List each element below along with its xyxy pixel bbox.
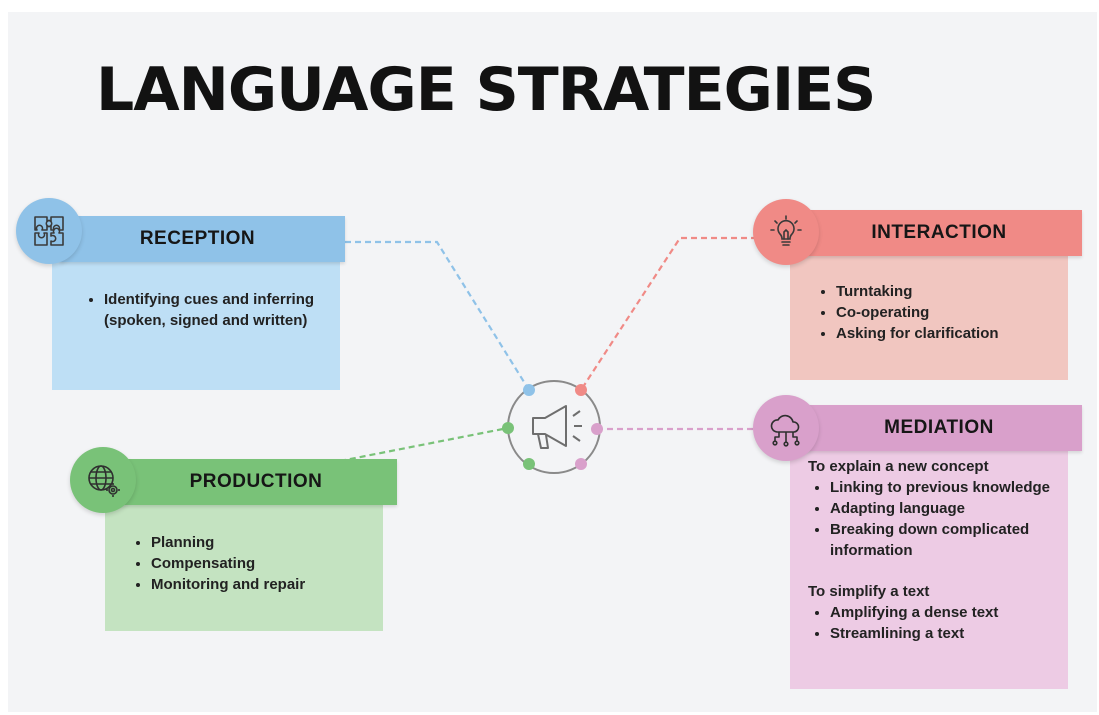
globe-gear-icon [88, 465, 120, 497]
mediation-list: Amplifying a dense text Streamlining a t… [808, 602, 1066, 644]
hub-dot-mediation [591, 423, 603, 435]
hub-dot-green-bottom [523, 458, 535, 470]
interaction-connector [580, 236, 757, 391]
mediation-body: To explain a new concept Linking to prev… [790, 432, 1068, 689]
list-item: Amplifying a dense text [830, 602, 1066, 623]
hub-dot-reception [523, 384, 535, 396]
mediation-badge [753, 395, 819, 461]
reception-list: Identifying cues and inferring (spoken, … [82, 289, 334, 331]
reception-header: RECEPTION [60, 216, 345, 262]
production-connector [339, 426, 509, 463]
interaction-list: Turntaking Co-operating Asking for clari… [814, 281, 1076, 344]
hub-dot-pink-bottom [575, 458, 587, 470]
list-item: Linking to previous knowledge [830, 477, 1066, 498]
production-list: Planning Compensating Monitoring and rep… [129, 532, 391, 595]
mediation-subheading: To simplify a text [808, 583, 930, 600]
list-item: Planning [151, 532, 391, 553]
cloud-network-icon [770, 414, 800, 447]
puzzle-icon [34, 216, 64, 246]
mediation-content: To explain a new concept Linking to prev… [808, 456, 1066, 644]
interaction-heading: INTERACTION [871, 222, 1007, 243]
production-header: PRODUCTION [115, 459, 397, 505]
reception-heading: RECEPTION [139, 228, 256, 249]
list-item: Compensating [151, 553, 391, 574]
interaction-badge [753, 199, 819, 265]
production-badge [70, 447, 136, 513]
reception-badge [16, 198, 82, 264]
list-item: Co-operating [836, 302, 1076, 323]
interaction-body: Turntaking Co-operating Asking for clari… [790, 236, 1068, 380]
list-item: Monitoring and repair [151, 574, 391, 595]
list-item: Streamlining a text [830, 623, 1066, 644]
lightbulb-icon [770, 215, 802, 246]
list-item: Turntaking [836, 281, 1076, 302]
megaphone-icon [532, 405, 582, 449]
mediation-heading: MEDIATION [884, 417, 994, 438]
interaction-header: INTERACTION [790, 210, 1082, 256]
production-body: Planning Compensating Monitoring and rep… [105, 488, 383, 631]
mediation-list: Linking to previous knowledge Adapting l… [808, 477, 1066, 561]
production-heading: PRODUCTION [189, 471, 323, 492]
mediation-subheading: To explain a new concept [808, 458, 989, 475]
mediation-header: MEDIATION [790, 405, 1082, 451]
list-item: Asking for clarification [836, 323, 1076, 344]
page-title: LANGUAGE STRATEGIES [96, 55, 876, 125]
list-item: Adapting language [830, 498, 1066, 519]
list-item: Breaking down complicated information [830, 519, 1066, 561]
list-item: Identifying cues and inferring (spoken, … [104, 289, 334, 331]
reception-body: Identifying cues and inferring (spoken, … [52, 241, 340, 390]
center-hub [507, 380, 601, 474]
hub-dot-production [502, 422, 514, 434]
hub-dot-interaction [575, 384, 587, 396]
reception-connector [345, 240, 530, 391]
